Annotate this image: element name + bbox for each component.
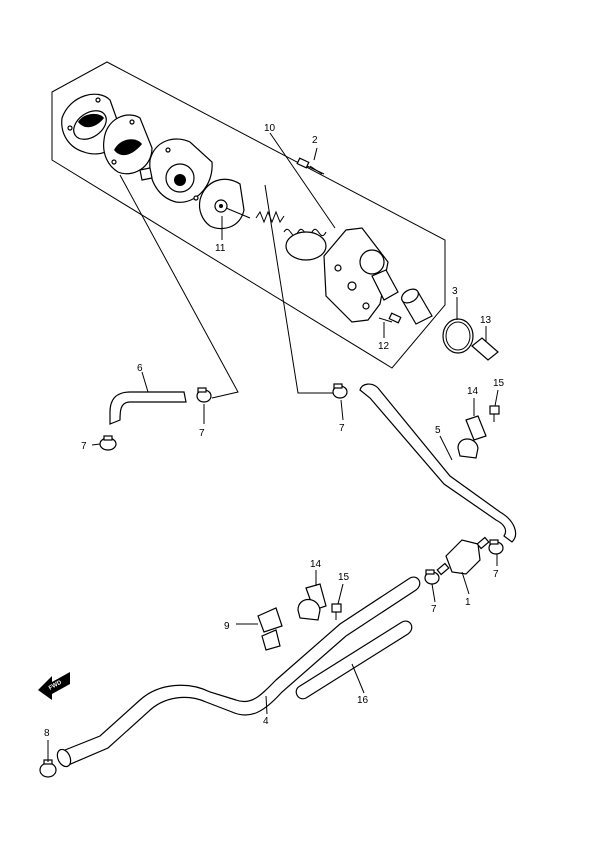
clamp-7-d bbox=[488, 539, 504, 555]
callout-6: 6 bbox=[137, 363, 143, 374]
leader-line-left bbox=[119, 174, 239, 399]
clamp-7-b bbox=[196, 387, 212, 403]
screw-12 bbox=[378, 312, 402, 324]
diaphragm bbox=[198, 178, 251, 230]
callout-7-d: 7 bbox=[493, 569, 499, 580]
callout-7-c: 7 bbox=[339, 423, 345, 434]
clamp-7-c bbox=[332, 383, 348, 399]
callout-16: 16 bbox=[357, 695, 369, 706]
pump-cover bbox=[323, 227, 399, 323]
leader-line-right bbox=[264, 184, 335, 394]
callout-11: 11 bbox=[215, 243, 226, 254]
small-spring bbox=[255, 210, 285, 224]
callout-5: 5 bbox=[435, 425, 441, 436]
bolt-15-upper bbox=[489, 405, 500, 422]
callout-14-lower: 14 bbox=[310, 559, 322, 570]
callout-1: 1 bbox=[465, 597, 471, 608]
hose-16 bbox=[295, 620, 413, 700]
assembly-frame bbox=[51, 61, 446, 369]
pump-body bbox=[139, 138, 213, 203]
callout-7-b: 7 bbox=[199, 428, 205, 439]
callout-9: 9 bbox=[224, 621, 230, 632]
screw-2 bbox=[296, 157, 325, 175]
diaphragm-gasket bbox=[103, 114, 153, 175]
clamp-7-e bbox=[424, 569, 440, 585]
callout-15-upper: 15 bbox=[493, 378, 505, 389]
bracket-14-lower bbox=[297, 583, 327, 621]
callout-3: 3 bbox=[452, 286, 458, 297]
callout-8: 8 bbox=[44, 728, 50, 739]
clamp-8 bbox=[39, 759, 57, 778]
leader-line-10 bbox=[269, 132, 336, 229]
callout-15-lower: 15 bbox=[338, 572, 350, 583]
callout-leaders bbox=[47, 147, 499, 762]
large-spring bbox=[283, 228, 327, 261]
bracket-14-upper bbox=[457, 415, 487, 459]
callout-14-upper: 14 bbox=[467, 386, 479, 397]
pin-13 bbox=[471, 337, 499, 361]
callout-13: 13 bbox=[480, 315, 492, 326]
callout-4: 4 bbox=[263, 716, 269, 727]
check-valve bbox=[401, 288, 433, 325]
callout-2: 2 bbox=[312, 135, 318, 146]
clip-9 bbox=[257, 607, 283, 651]
callout-10: 10 bbox=[264, 123, 276, 134]
bolt-15-lower bbox=[331, 603, 342, 620]
callout-12: 12 bbox=[378, 341, 390, 352]
o-ring bbox=[442, 318, 474, 354]
fuel-filter bbox=[436, 536, 490, 576]
hose-5 bbox=[359, 383, 517, 543]
fwd-arrow-icon: FWD bbox=[38, 672, 70, 700]
callout-7-a: 7 bbox=[81, 441, 87, 452]
callout-7-e: 7 bbox=[431, 604, 437, 615]
clamp-7-a bbox=[99, 435, 117, 451]
hose-6 bbox=[109, 391, 187, 425]
hose-4 bbox=[59, 576, 421, 767]
